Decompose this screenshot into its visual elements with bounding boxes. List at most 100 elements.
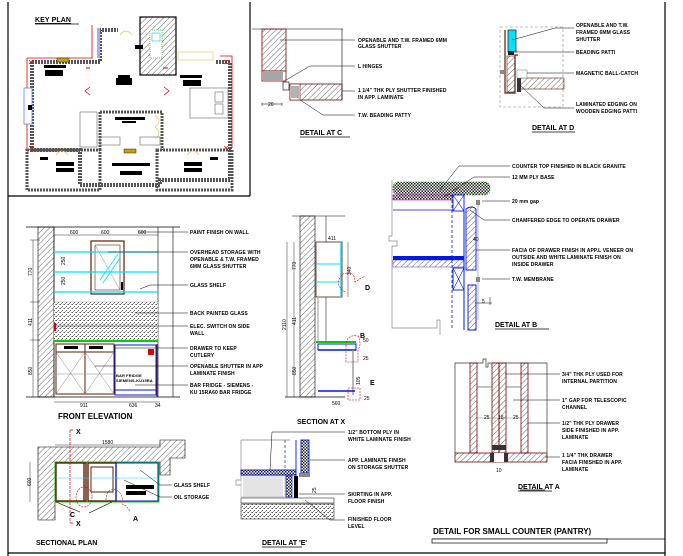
svg-text:OPENABLE SHUTTER IN APP: OPENABLE SHUTTER IN APP bbox=[190, 364, 264, 370]
svg-text:OPENABLE AND T.W. FRAMED 6MM: OPENABLE AND T.W. FRAMED 6MM bbox=[358, 38, 447, 44]
svg-text:SIEMENS-KU15RA: SIEMENS-KU15RA bbox=[116, 378, 153, 383]
svg-text:5: 5 bbox=[482, 299, 485, 305]
svg-text:OPENABLE AND T.W.: OPENABLE AND T.W. bbox=[576, 23, 629, 29]
svg-text:FRONT ELEVATION: FRONT ELEVATION bbox=[58, 412, 133, 421]
front-elevation: 600 600 600 250 250 BAR FRIDGE SIEMENS-K… bbox=[26, 226, 264, 421]
svg-text:WOODEN EDGING PATTI: WOODEN EDGING PATTI bbox=[576, 109, 638, 115]
svg-text:1 1/4" THK DRAWER: 1 1/4" THK DRAWER bbox=[562, 453, 613, 459]
svg-text:INSIDE DRAWER: INSIDE DRAWER bbox=[512, 262, 554, 268]
svg-text:411: 411 bbox=[28, 318, 34, 326]
svg-text:DRAWER TO KEEP: DRAWER TO KEEP bbox=[190, 346, 237, 352]
detail-d: OPENABLE AND T.W. FRAMED 6MM GLASS SHUTT… bbox=[499, 23, 638, 133]
svg-text:1580: 1580 bbox=[102, 440, 113, 446]
svg-text:LAMINATE: LAMINATE bbox=[562, 435, 589, 441]
svg-text:DETAIL AT 'E': DETAIL AT 'E' bbox=[262, 540, 307, 547]
svg-text:E: E bbox=[370, 380, 375, 387]
svg-text:SECTIONAL PLAN: SECTIONAL PLAN bbox=[36, 540, 97, 547]
detail-b: 40 5 COUNTER TOP FINISHED IN BLACK GRANI… bbox=[388, 164, 633, 335]
sheet-frame bbox=[7, 2, 666, 556]
svg-text:T.W. BEADING PATTY: T.W. BEADING PATTY bbox=[358, 113, 412, 119]
svg-text:B: B bbox=[360, 333, 365, 340]
svg-text:411: 411 bbox=[328, 236, 336, 242]
svg-text:34: 34 bbox=[155, 403, 161, 409]
svg-text:250: 250 bbox=[61, 256, 67, 265]
svg-text:OIL STORAGE: OIL STORAGE bbox=[174, 495, 210, 501]
svg-text:WHITE LAMINATE FINISH: WHITE LAMINATE FINISH bbox=[348, 437, 411, 443]
svg-text:CUTLERY: CUTLERY bbox=[190, 353, 215, 359]
detail-e: 25 1/2" BOTTOM PLY IN WHITE LAMINATE FIN… bbox=[235, 430, 411, 548]
svg-text:COUNTER TOP FINISHED IN BLACK: COUNTER TOP FINISHED IN BLACK GRANITE bbox=[512, 164, 626, 170]
svg-text:DETAIL AT D: DETAIL AT D bbox=[532, 125, 574, 132]
svg-text:25: 25 bbox=[513, 415, 519, 421]
svg-text:911: 911 bbox=[80, 403, 88, 409]
svg-text:SKIRTING IN APP.: SKIRTING IN APP. bbox=[348, 492, 393, 498]
svg-text:BACK PAINTED GLASS: BACK PAINTED GLASS bbox=[190, 311, 248, 317]
svg-text:IN APP. LAMINATE: IN APP. LAMINATE bbox=[358, 95, 404, 101]
svg-text:X: X bbox=[76, 521, 81, 528]
svg-text:600: 600 bbox=[70, 230, 79, 236]
svg-text:SECTION AT X: SECTION AT X bbox=[297, 419, 346, 426]
svg-text:T.W. MEMBRANE: T.W. MEMBRANE bbox=[512, 277, 554, 283]
svg-text:250: 250 bbox=[61, 276, 67, 285]
svg-text:600: 600 bbox=[27, 477, 33, 486]
svg-text:GLASS SHUTTER: GLASS SHUTTER bbox=[358, 44, 402, 50]
svg-text:411: 411 bbox=[292, 317, 298, 325]
svg-text:10: 10 bbox=[496, 468, 502, 474]
svg-text:50: 50 bbox=[363, 338, 369, 344]
svg-text:ELEC. SWITCH ON SIDE: ELEC. SWITCH ON SIDE bbox=[190, 324, 250, 330]
svg-text:LAMINATE FINISH: LAMINATE FINISH bbox=[190, 371, 235, 377]
svg-text:APP. LAMINATE FINISH: APP. LAMINATE FINISH bbox=[348, 458, 406, 464]
sheet-title: DETAIL FOR SMALL COUNTER (PANTRY) bbox=[433, 527, 592, 536]
svg-text:PAINT FINISH ON WALL: PAINT FINISH ON WALL bbox=[190, 230, 249, 236]
svg-text:25: 25 bbox=[312, 487, 318, 493]
svg-text:20 mm gap: 20 mm gap bbox=[512, 199, 539, 205]
svg-text:OUTSIDE AND WHITE LAMINATE FIN: OUTSIDE AND WHITE LAMINATE FINISH ON bbox=[512, 255, 621, 261]
svg-text:LEVEL: LEVEL bbox=[348, 524, 365, 530]
svg-text:GLASS SHELF: GLASS SHELF bbox=[190, 283, 226, 289]
svg-text:KU 15RA60 BAR FRIDGE: KU 15RA60 BAR FRIDGE bbox=[190, 390, 252, 396]
svg-text:2110: 2110 bbox=[282, 319, 288, 330]
svg-text:25: 25 bbox=[363, 356, 369, 362]
svg-text:340: 340 bbox=[347, 266, 353, 275]
svg-text:SIDE FINISHED IN APP.: SIDE FINISHED IN APP. bbox=[562, 428, 620, 434]
svg-text:A: A bbox=[133, 516, 138, 523]
svg-text:25: 25 bbox=[484, 415, 490, 421]
svg-text:BEADING PATTI: BEADING PATTI bbox=[576, 50, 616, 56]
svg-text:GLASS SHELF: GLASS SHELF bbox=[174, 483, 210, 489]
svg-text:BAR FRIDGE - SIEMENS -: BAR FRIDGE - SIEMENS - bbox=[190, 383, 254, 389]
detail-a: 25 18 25 10 3/4" THK PLY USED FOR INTERN… bbox=[454, 358, 627, 492]
svg-text:OVERHEAD STORAGE WITH: OVERHEAD STORAGE WITH bbox=[190, 250, 261, 256]
svg-text:40: 40 bbox=[473, 237, 479, 243]
svg-text:LAMINATE: LAMINATE bbox=[562, 467, 589, 473]
svg-text:FACIA OF DRAWER FINISH IN APP.: FACIA OF DRAWER FINISH IN APP.L VENEER O… bbox=[512, 248, 633, 254]
svg-text:DETAIL AT B: DETAIL AT B bbox=[495, 322, 537, 329]
svg-text:600: 600 bbox=[101, 230, 110, 236]
svg-text:20: 20 bbox=[268, 102, 274, 108]
svg-text:12 MM PLY BASE: 12 MM PLY BASE bbox=[512, 175, 555, 181]
svg-text:770: 770 bbox=[28, 267, 34, 276]
svg-text:FRAMED 6MM GLASS: FRAMED 6MM GLASS bbox=[576, 30, 631, 36]
svg-text:MAGNETIC BALL-CATCH: MAGNETIC BALL-CATCH bbox=[576, 71, 638, 77]
svg-text:850: 850 bbox=[292, 366, 298, 375]
svg-text:FACIA FINISHED IN APP.: FACIA FINISHED IN APP. bbox=[562, 460, 623, 466]
svg-text:25: 25 bbox=[364, 396, 370, 402]
svg-text:850: 850 bbox=[28, 366, 34, 375]
svg-text:CHANNEL: CHANNEL bbox=[562, 405, 587, 411]
svg-text:6MM GLASS SHUTTER: 6MM GLASS SHUTTER bbox=[190, 264, 247, 270]
svg-text:3/4" THK PLY USED FOR: 3/4" THK PLY USED FOR bbox=[562, 372, 623, 378]
svg-text:OPENABLE & T.W. FRAMED: OPENABLE & T.W. FRAMED bbox=[190, 257, 259, 263]
svg-text:X: X bbox=[76, 429, 81, 436]
svg-text:1" GAP FOR TELESCOPIC: 1" GAP FOR TELESCOPIC bbox=[562, 398, 627, 404]
svg-text:18: 18 bbox=[498, 415, 504, 421]
svg-text:770: 770 bbox=[292, 261, 298, 270]
svg-text:BAR FRIDGE: BAR FRIDGE bbox=[116, 373, 142, 378]
section-x: D B E 2110 770 411 850 411 340 50 25 105… bbox=[282, 215, 375, 426]
svg-text:D: D bbox=[365, 285, 370, 292]
svg-text:600: 600 bbox=[138, 230, 147, 236]
svg-text:LAMINATED EDGING ON: LAMINATED EDGING ON bbox=[576, 102, 637, 108]
svg-text:105: 105 bbox=[356, 376, 362, 385]
svg-text:ON STORAGE SHUTTER: ON STORAGE SHUTTER bbox=[348, 465, 409, 471]
key-plan-title: KEY PLAN bbox=[35, 17, 71, 24]
svg-text:SHUTTER: SHUTTER bbox=[576, 37, 601, 43]
